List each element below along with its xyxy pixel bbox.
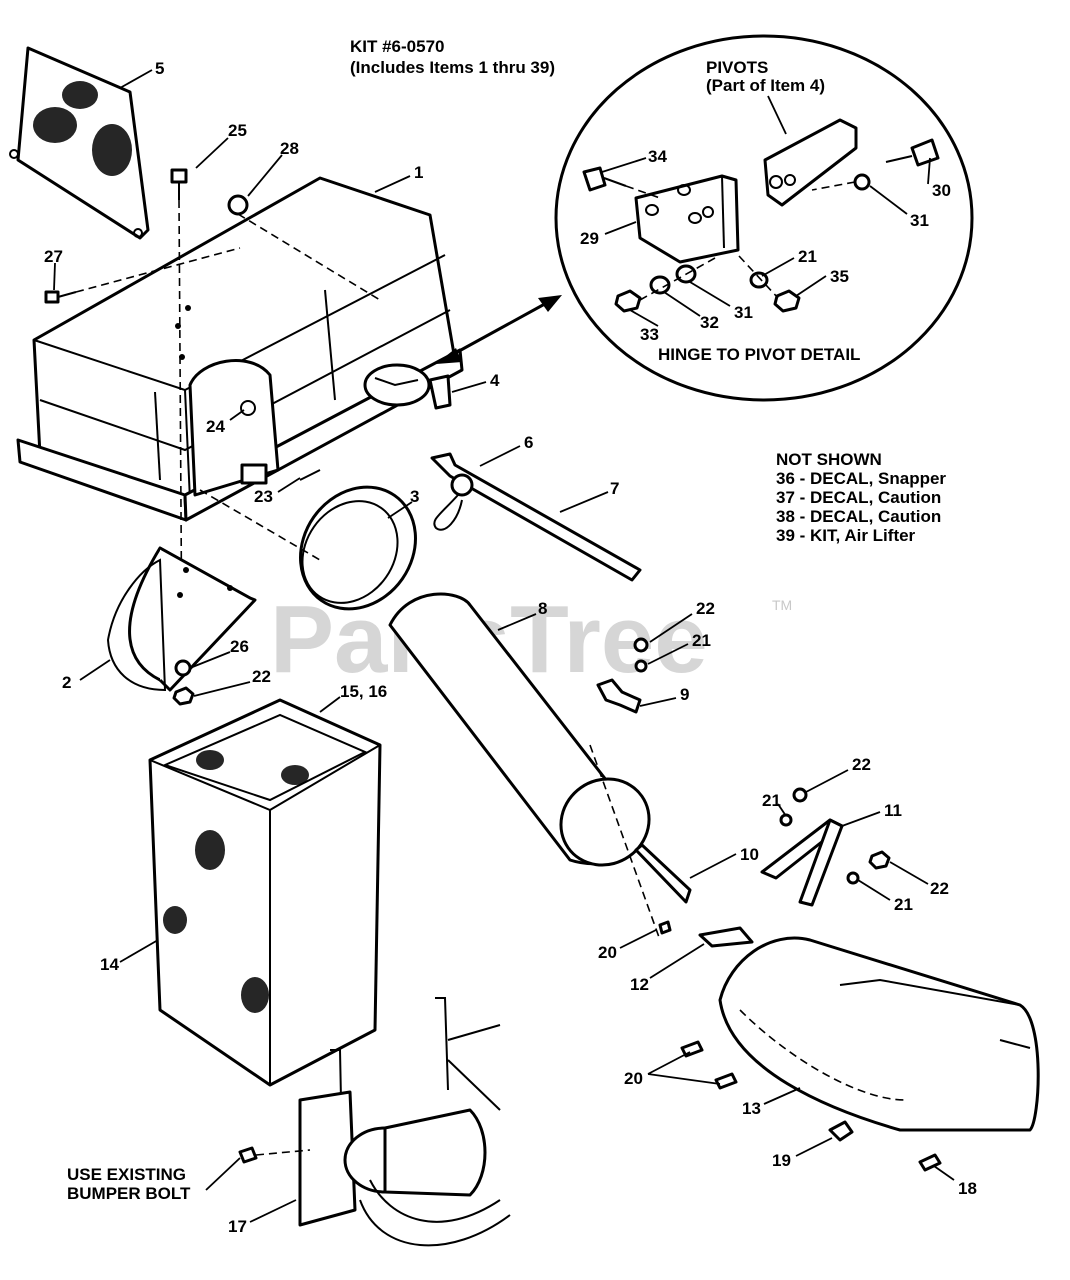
callout-34: 34 (648, 147, 667, 166)
bolt-18 (918, 1153, 942, 1172)
pivot-pin-4 (428, 374, 452, 410)
callout-17: 17 (228, 1217, 247, 1236)
part-screen (9, 46, 150, 240)
bolt-27 (44, 247, 241, 304)
callout-21: 21 (894, 895, 913, 914)
callout-35: 35 (830, 267, 849, 286)
callout-12: 12 (630, 975, 649, 994)
strap-10 (634, 843, 692, 904)
bolt-23 (299, 469, 321, 481)
callout-3: 3 (410, 487, 419, 506)
not-shown-item: 37 - DECAL, Caution (776, 488, 941, 507)
pivots-subtitle: (Part of Item 4) (706, 76, 825, 95)
callout-32: 32 (700, 313, 719, 332)
kit-includes: (Includes Items 1 thru 39) (350, 58, 555, 77)
hinge-detail (554, 34, 974, 402)
callout-numbers: 5 25 28 1 27 24 23 4 6 7 3 2 26 22 15, 1… (44, 59, 977, 1236)
washer-21-a (634, 659, 648, 673)
watermark-tm: TM (772, 597, 792, 613)
callout-11: 11 (884, 801, 902, 820)
callout-23: 23 (254, 487, 273, 506)
callout-30: 30 (932, 181, 951, 200)
callout-31: 31 (734, 303, 753, 322)
callout-13: 13 (742, 1099, 761, 1118)
kit-number: KIT #6-0570 (350, 37, 445, 56)
not-shown-item: 39 - KIT, Air Lifter (776, 526, 916, 545)
callout-22: 22 (696, 599, 715, 618)
callout-21: 21 (762, 791, 781, 810)
not-shown-list: NOT SHOWN 36 - DECAL, Snapper 37 - DECAL… (776, 450, 946, 545)
detail-arrow (436, 295, 562, 364)
callout-10: 10 (740, 845, 759, 864)
callout-8: 8 (538, 599, 547, 618)
callout-28: 28 (280, 139, 299, 158)
not-shown-item: 36 - DECAL, Snapper (776, 469, 946, 488)
washer-22-a (633, 637, 649, 653)
callout-33: 33 (640, 325, 659, 344)
callout-27: 27 (44, 247, 63, 266)
latch-bracket (240, 463, 268, 485)
callout-2: 2 (62, 673, 71, 692)
part-bag (148, 698, 382, 1087)
wingnut-19 (828, 1120, 854, 1142)
callout-4: 4 (490, 371, 500, 390)
callout-21: 21 (798, 247, 817, 266)
callout-7: 7 (610, 479, 619, 498)
clip-12 (698, 926, 754, 948)
callout-19: 19 (772, 1151, 791, 1170)
bumper-note-line2: BUMPER BOLT (67, 1184, 191, 1203)
leader-lines (53, 69, 955, 1223)
callout-22: 22 (852, 755, 871, 774)
bumper-note-line1: USE EXISTING (67, 1165, 186, 1184)
part-rod (430, 452, 642, 582)
callout-29: 29 (580, 229, 599, 248)
bumper-bolt (238, 1146, 258, 1164)
callout-31: 31 (910, 211, 929, 230)
callout-26: 26 (230, 637, 249, 656)
part-mount (298, 997, 511, 1247)
callout-25: 25 (228, 121, 247, 140)
bolt-20-a (658, 920, 672, 935)
callout-5: 5 (155, 59, 164, 78)
fitting-28 (227, 194, 381, 301)
callout-24: 24 (206, 417, 225, 436)
part-collar (199, 485, 417, 611)
pivots-title: PIVOTS (706, 58, 768, 77)
callout-20: 20 (598, 943, 617, 962)
washer-26 (174, 659, 192, 677)
part-chute (718, 936, 1040, 1132)
part-brace-11 (760, 787, 891, 907)
callout-22: 22 (930, 879, 949, 898)
callout-1: 1 (414, 163, 423, 182)
bolt-25 (170, 168, 188, 666)
bracket-9 (596, 678, 642, 714)
bolt-20-c (714, 1072, 738, 1090)
part-hopper (16, 176, 464, 522)
detail-title: HINGE TO PIVOT DETAIL (658, 345, 860, 364)
part-deflector (106, 546, 257, 692)
callout-18: 18 (958, 1179, 977, 1198)
callout-9: 9 (680, 685, 689, 704)
not-shown-title: NOT SHOWN (776, 450, 882, 469)
callout-22: 22 (252, 667, 271, 686)
callout-21: 21 (692, 631, 711, 650)
callout-14: 14 (100, 955, 119, 974)
callout-15-16: 15, 16 (340, 682, 387, 701)
part-tube (388, 592, 661, 941)
callout-6: 6 (524, 433, 533, 452)
nut-22 (172, 686, 195, 706)
not-shown-item: 38 - DECAL, Caution (776, 507, 941, 526)
callout-20: 20 (624, 1069, 643, 1088)
bolt-20-b (680, 1040, 704, 1058)
